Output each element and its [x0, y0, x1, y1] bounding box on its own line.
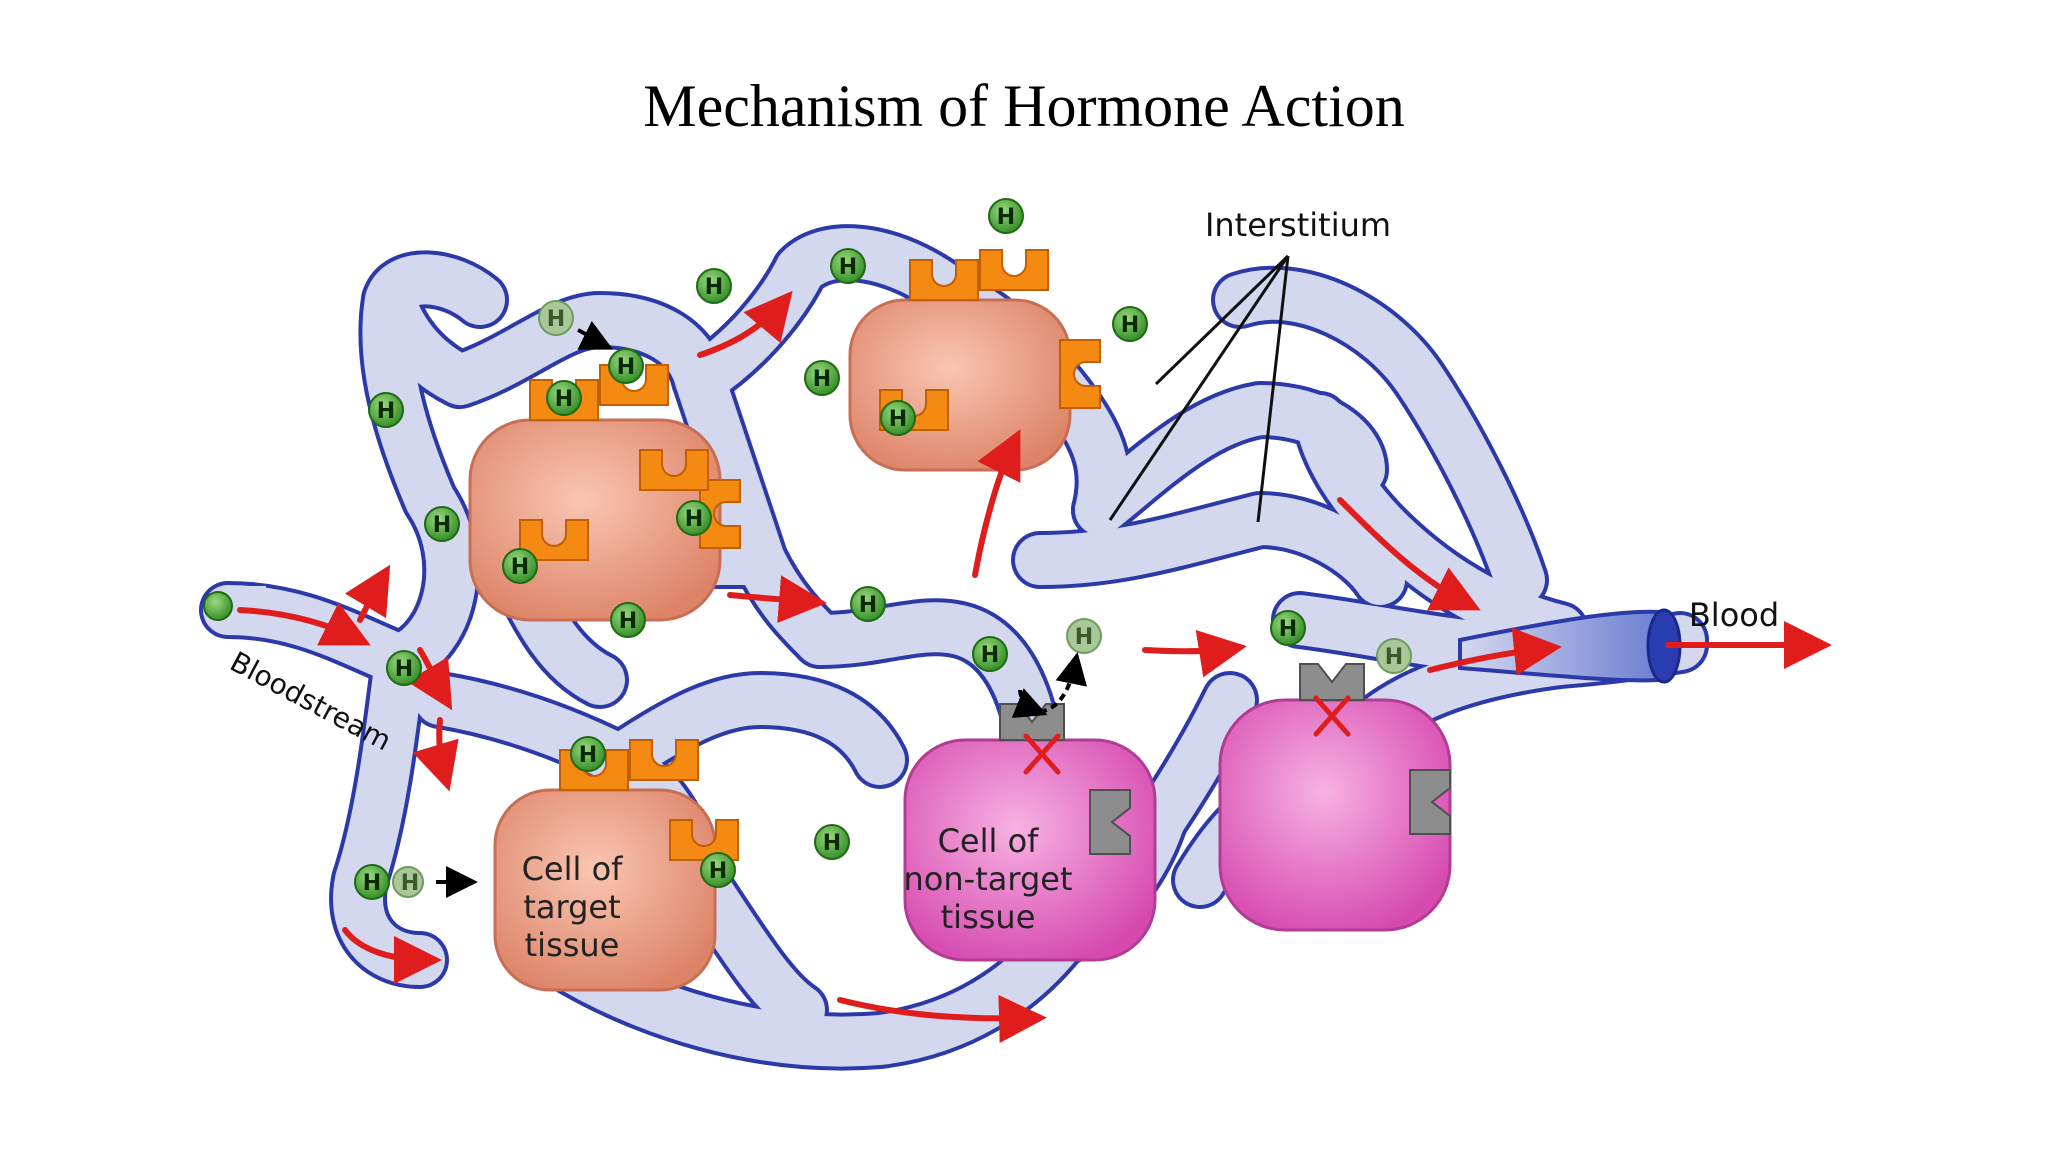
svg-text:H: H	[401, 871, 419, 896]
svg-text:H: H	[1075, 625, 1093, 650]
svg-text:H: H	[705, 275, 723, 300]
hormone-molecule: H	[696, 268, 732, 304]
svg-text:H: H	[619, 609, 637, 634]
hormone-molecule: H	[972, 636, 1008, 672]
interstitium-label: Interstitium	[1205, 206, 1391, 244]
svg-text:H: H	[997, 205, 1015, 230]
hormone-molecule: H	[424, 506, 460, 542]
svg-text:H: H	[555, 387, 573, 412]
svg-text:H: H	[1385, 645, 1403, 670]
svg-text:H: H	[395, 657, 413, 682]
hormone-unbound: H	[1376, 638, 1412, 674]
hormone-unbound: H	[392, 866, 424, 898]
svg-text:H: H	[363, 871, 381, 896]
target-cell-label: Cell of target tissue	[522, 850, 624, 964]
svg-text:H: H	[1121, 313, 1139, 338]
target-receptors	[519, 249, 1101, 861]
svg-text:Cell of: Cell of	[938, 822, 1040, 860]
svg-text:H: H	[377, 399, 395, 424]
svg-text:tissue: tissue	[525, 926, 620, 964]
svg-text:H: H	[823, 831, 841, 856]
binding-pointer-arrows	[436, 320, 1087, 898]
slide-title: Mechanism of Hormone Action	[643, 73, 1405, 139]
hormone-molecule: H	[1270, 610, 1306, 646]
blood-flow-arrows	[237, 290, 1832, 1043]
hormone-molecule: H	[700, 852, 736, 888]
svg-text:tissue: tissue	[941, 898, 1036, 936]
target-cell-2	[848, 298, 1072, 472]
hormone-molecule: H	[850, 586, 886, 622]
blood-label: Blood	[1689, 596, 1779, 634]
hormone-molecule	[203, 591, 233, 621]
svg-text:H: H	[839, 255, 857, 280]
interstitium-pointer-lines	[1108, 254, 1290, 523]
svg-text:H: H	[511, 555, 529, 580]
hormone-molecule: H	[368, 392, 404, 428]
hormone-molecule: H	[988, 198, 1024, 234]
hormone-molecule: H	[610, 602, 646, 638]
svg-text:H: H	[859, 593, 877, 618]
svg-text:H: H	[1279, 617, 1297, 642]
hormone-molecule: H	[386, 650, 422, 686]
svg-text:H: H	[617, 355, 635, 380]
svg-text:Cell of: Cell of	[522, 850, 624, 888]
hormone-molecules: H H H H H H H	[203, 198, 1412, 900]
svg-text:H: H	[433, 513, 451, 538]
hormone-molecule: H	[1112, 306, 1148, 342]
svg-text:H: H	[547, 307, 565, 332]
hormone-molecule: H	[502, 548, 538, 584]
hormone-molecule: H	[814, 824, 850, 860]
svg-text:H: H	[813, 367, 831, 392]
hormone-molecule: H	[830, 248, 866, 284]
svg-text:target: target	[523, 888, 620, 926]
hormone-molecule: H	[354, 864, 390, 900]
svg-text:H: H	[685, 507, 703, 532]
svg-text:non-target: non-target	[904, 860, 1073, 898]
svg-text:H: H	[889, 407, 907, 432]
svg-text:H: H	[981, 643, 999, 668]
nontarget-cell-label: Cell of non-target tissue	[904, 822, 1073, 936]
hormone-unbound: H	[538, 300, 574, 336]
hormone-molecule: H	[804, 360, 840, 396]
hormone-molecule: H	[880, 400, 916, 436]
blocked-binding-marks	[1023, 695, 1351, 775]
svg-text:H: H	[709, 859, 727, 884]
hormone-unbound: H	[1066, 618, 1102, 654]
nontarget-receptors	[999, 663, 1451, 855]
hormone-molecule: H	[546, 380, 582, 416]
hormone-molecule: H	[570, 736, 606, 772]
hormone-molecule: H	[608, 348, 644, 384]
svg-text:H: H	[579, 743, 597, 768]
hormone-molecule: H	[676, 500, 712, 536]
